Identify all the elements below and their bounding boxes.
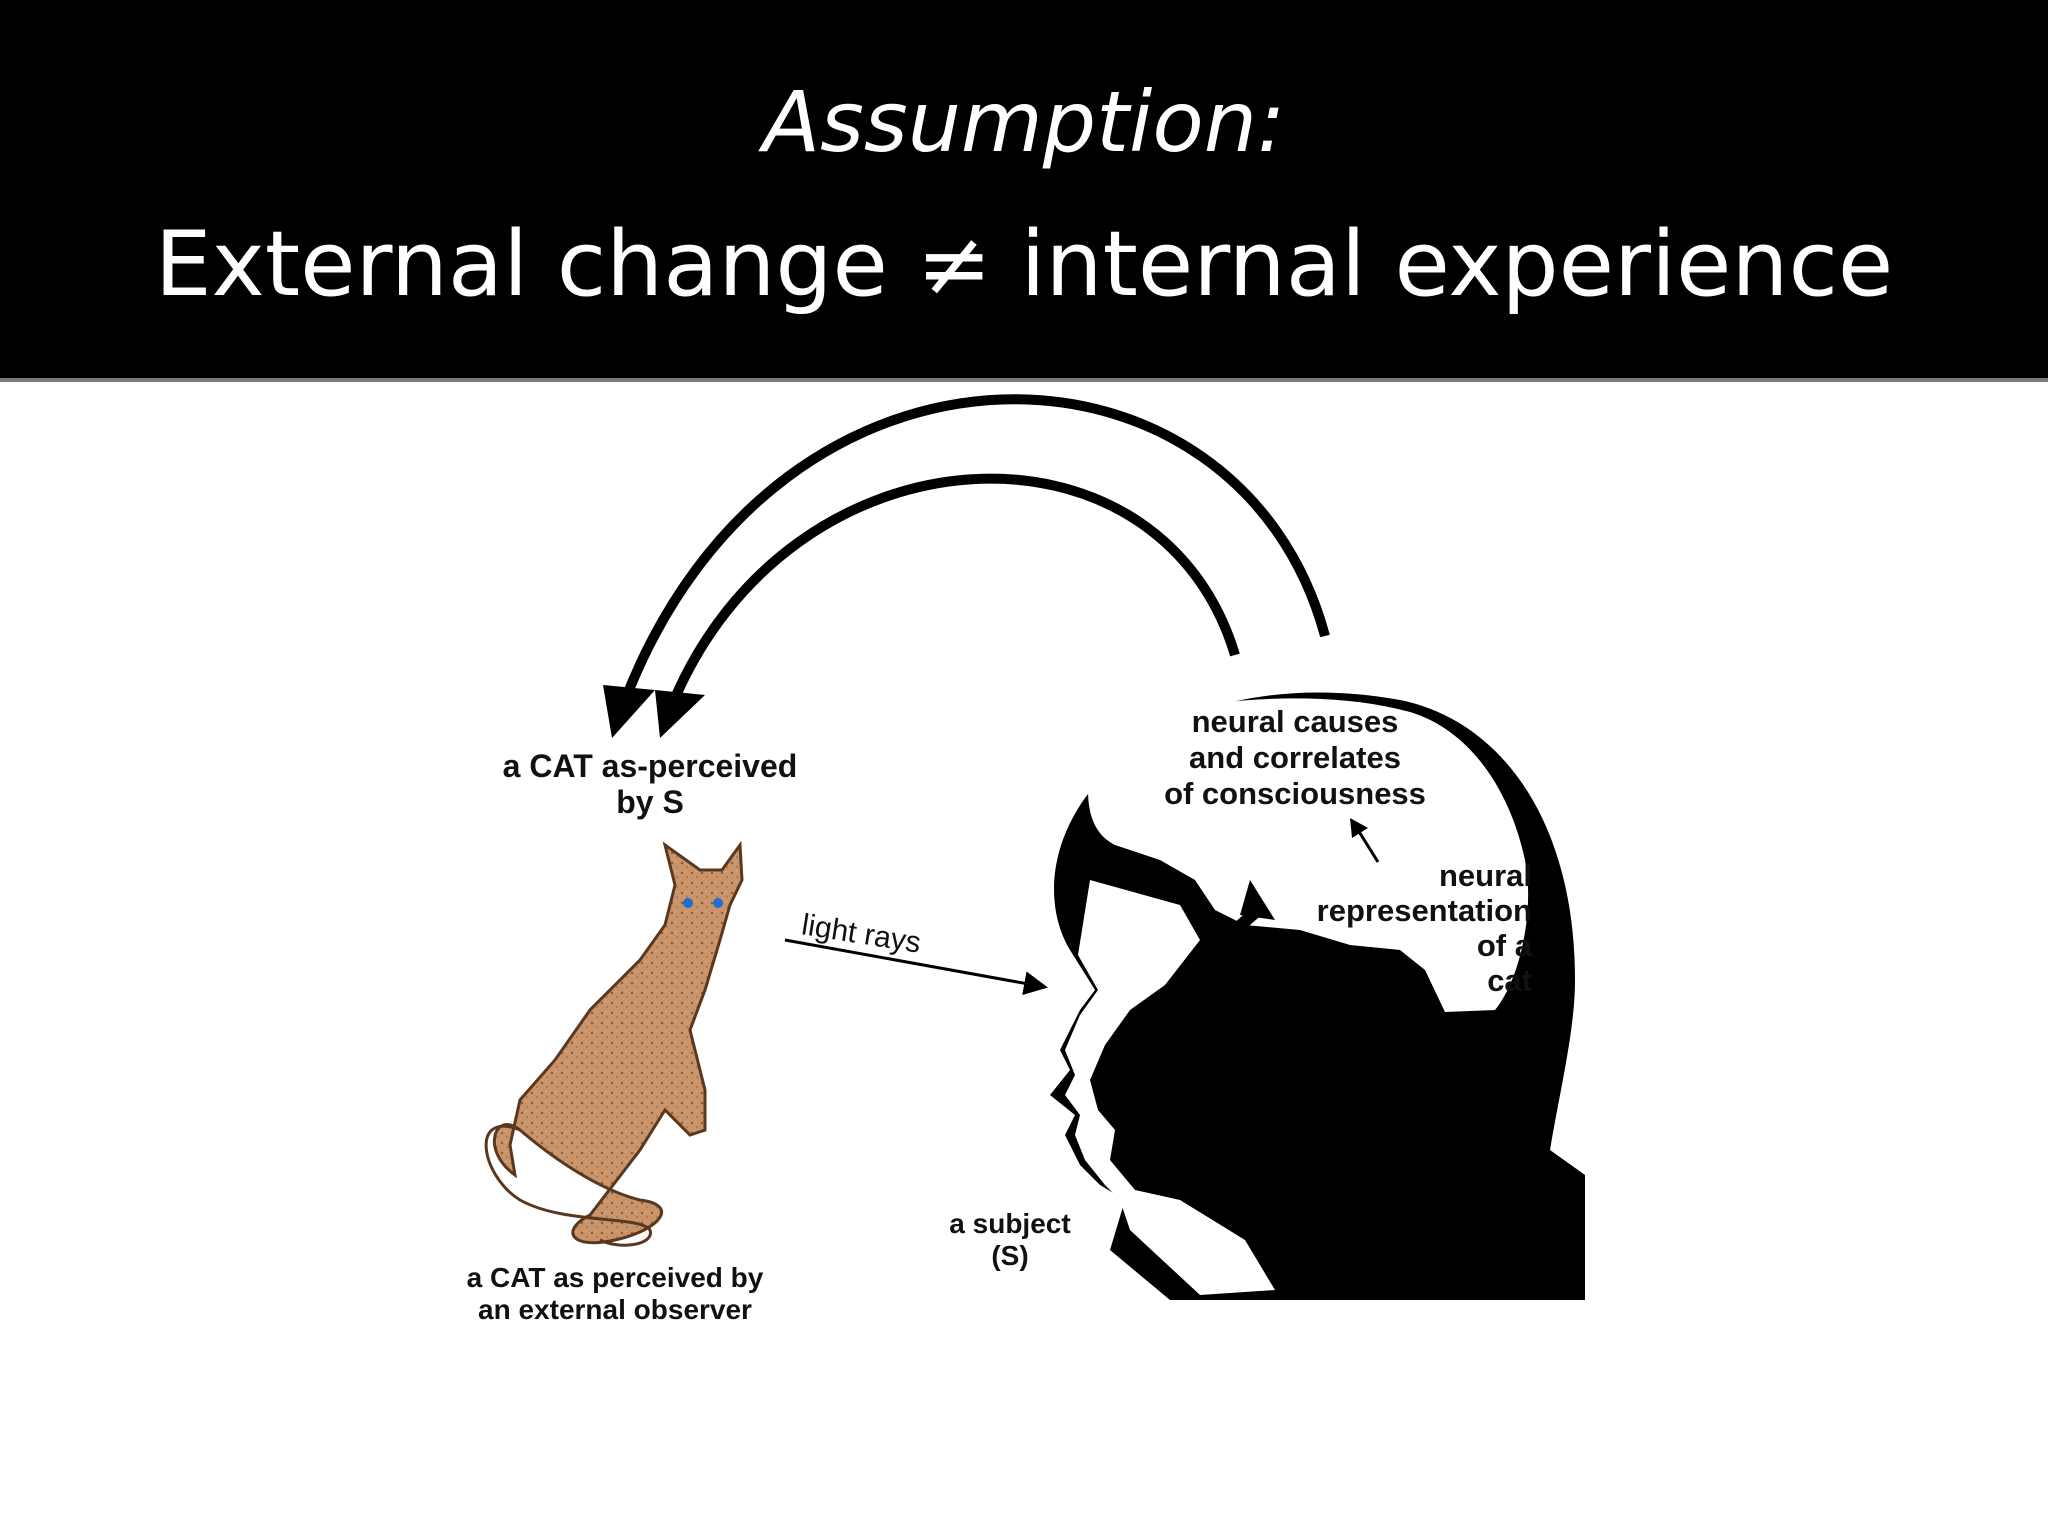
light-rays-arrow — [784, 938, 1048, 996]
title-bar: Assumption: External change ≠ internal e… — [0, 0, 2048, 382]
head-illustration — [1050, 692, 1585, 1300]
brain-region — [1087, 698, 1529, 1012]
face-region — [1065, 880, 1275, 1295]
slide-title-statement: External change ≠ internal experience — [154, 212, 1894, 317]
cat-illustration — [484, 840, 744, 1247]
label-neural-representation: neural representation of a cat — [1316, 858, 1532, 998]
label-cat-as-perceived-by-s: a CAT as-perceived by S — [502, 748, 798, 820]
label-cat-external-observer: a CAT as perceived by an external observ… — [466, 1262, 764, 1325]
feedback-arrows — [603, 394, 1330, 738]
slide-title-assumption: Assumption: — [762, 73, 1286, 171]
label-subject: a subject (S) — [949, 1208, 1071, 1271]
label-neural-causes: neural causes and correlates of consciou… — [1164, 704, 1426, 811]
